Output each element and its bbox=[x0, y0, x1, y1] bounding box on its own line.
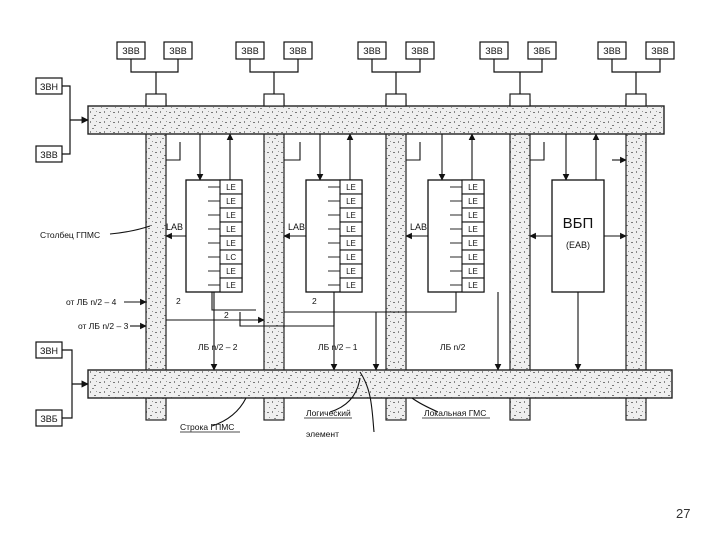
lab-labels: LAB LAB LAB bbox=[166, 222, 427, 232]
le-label: LE bbox=[226, 267, 236, 276]
left-io-label: ЗВВ bbox=[40, 150, 57, 160]
top-io-group bbox=[116, 41, 675, 94]
le-label: LE bbox=[468, 225, 478, 234]
from-lb-label-1: от ЛБ n/2 – 4 bbox=[66, 297, 117, 307]
io-label: ЗВВ bbox=[289, 46, 306, 56]
le-label: LE bbox=[346, 225, 356, 234]
local-interconnect-label: Локальная ГМС bbox=[424, 408, 486, 418]
le-label: LE bbox=[226, 197, 236, 206]
le-label: LE bbox=[226, 183, 236, 192]
le-label: LE bbox=[468, 239, 478, 248]
le-label: LE bbox=[346, 183, 356, 192]
le-label: LE bbox=[226, 281, 236, 290]
row-fast-label: Строка ГПМС bbox=[180, 422, 234, 432]
le-label: LC bbox=[226, 253, 236, 262]
left-io-label: ЗВБ bbox=[40, 414, 57, 424]
io-label: ЗВВ bbox=[122, 46, 139, 56]
esb-block bbox=[551, 179, 605, 293]
logic-element-label-2: элемент bbox=[306, 429, 339, 439]
io-label: ЗВВ bbox=[241, 46, 258, 56]
page-number: 27 bbox=[676, 506, 691, 521]
num-label: 2 bbox=[176, 296, 181, 306]
left-io-label: ЗВН bbox=[40, 346, 58, 356]
le-label: LE bbox=[346, 253, 356, 262]
bottom-row-interconnect bbox=[87, 369, 673, 399]
lb-label-c: ЛБ n/2 bbox=[440, 342, 466, 352]
le-label: LE bbox=[468, 253, 478, 262]
le-label: LE bbox=[346, 197, 356, 206]
lab-label: LAB bbox=[166, 222, 183, 232]
column-interconnects bbox=[145, 99, 647, 421]
lab-label: LAB bbox=[288, 222, 305, 232]
le-label: LE bbox=[468, 183, 478, 192]
esb-title: ВБП bbox=[563, 215, 594, 232]
le-label: LE bbox=[468, 211, 478, 220]
left-io-top bbox=[35, 77, 88, 163]
from-lb-label-2: от ЛБ n/2 – 3 bbox=[78, 321, 129, 331]
lb-label-b: ЛБ n/2 – 1 bbox=[318, 342, 358, 352]
le-label: LE bbox=[468, 281, 478, 290]
le-label: LE bbox=[468, 267, 478, 276]
num-label: 2 bbox=[224, 310, 229, 320]
lb-label-a: ЛБ n/2 – 2 bbox=[198, 342, 238, 352]
le-label: LE bbox=[226, 225, 236, 234]
io-label: ЗВВ bbox=[651, 46, 668, 56]
column-fast-label: Столбец ГПМС bbox=[40, 230, 100, 240]
num-label: 2 bbox=[312, 296, 317, 306]
le-label: LE bbox=[346, 211, 356, 220]
left-io-bottom bbox=[35, 341, 88, 427]
esb-subtitle: (EAB) bbox=[566, 240, 590, 250]
io-label: ЗВВ bbox=[363, 46, 380, 56]
le-label: LE bbox=[346, 239, 356, 248]
column-stubs bbox=[145, 93, 647, 107]
logic-element-label-1: Логический bbox=[306, 408, 351, 418]
le-label: LE bbox=[226, 239, 236, 248]
le-label: LE bbox=[346, 267, 356, 276]
io-label: ЗВВ bbox=[169, 46, 186, 56]
io-label: ЗВБ bbox=[533, 46, 550, 56]
diagram-labels: Столбец ГПМС от ЛБ n/2 – 4 от ЛБ n/2 – 3… bbox=[40, 230, 486, 439]
io-label: ЗВВ bbox=[485, 46, 502, 56]
lab-label: LAB bbox=[410, 222, 427, 232]
top-row-interconnect bbox=[87, 105, 665, 135]
io-label: ЗВВ bbox=[603, 46, 620, 56]
interconnect-wires bbox=[109, 133, 627, 433]
left-io-label: ЗВН bbox=[40, 82, 58, 92]
io-label: ЗВВ bbox=[411, 46, 428, 56]
callout-underlines bbox=[180, 417, 490, 433]
le-label: LE bbox=[226, 211, 236, 220]
le-label: LE bbox=[346, 281, 356, 290]
le-cells: LE LE LE LE LE LC LE LE LE LE LE LE LE LE LE LE LE LE LE LE… bbox=[208, 179, 485, 293]
top-io-labels: ЗВВ ЗВВ ЗВВ ЗВВ ЗВВ ЗВВ ЗВВ ЗВБ ЗВВ ЗВВ bbox=[122, 46, 668, 56]
le-label: LE bbox=[468, 197, 478, 206]
